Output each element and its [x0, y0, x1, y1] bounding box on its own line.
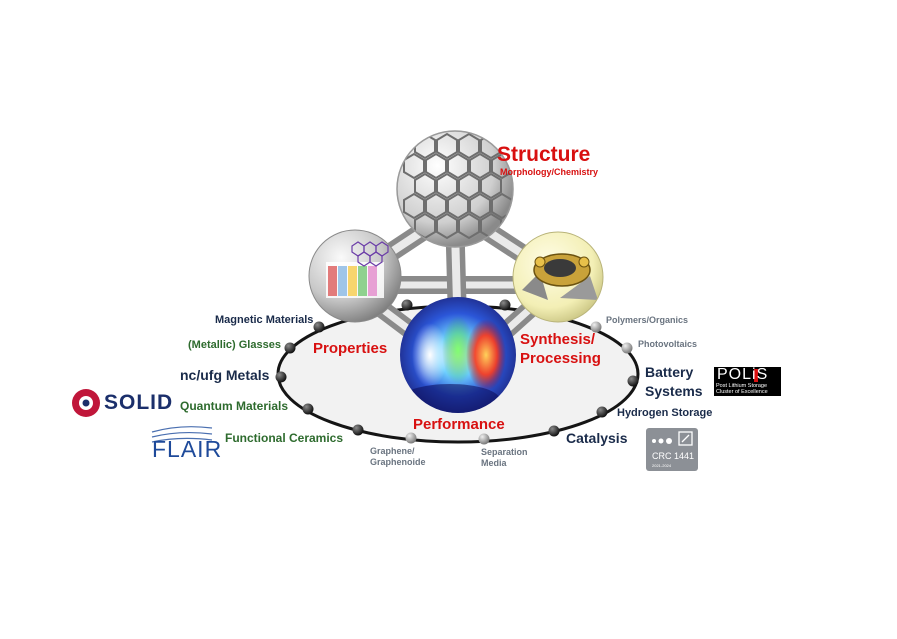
field-graphene-line1: Graphene/ [370, 446, 415, 456]
structure-subtitle: Morphology/Chemistry [500, 167, 599, 177]
flair-logo-icon [151, 426, 213, 443]
polis-logo-line2: Cluster of Excellence [716, 389, 768, 395]
polis-logo-accent [754, 369, 758, 382]
synthesis-label-line1: Synthesis/ [520, 331, 596, 348]
crc-logo-dot [658, 438, 664, 444]
properties-label: Properties [313, 340, 388, 357]
field-photovoltaics: Photovoltaics [638, 339, 698, 349]
crc-logo-title: CRC 1441 [652, 451, 695, 461]
field-metallic-glasses: (Metallic) Glasses [188, 339, 281, 351]
synthesis-apparatus-image [522, 253, 598, 300]
ellipse-nodes [275, 299, 639, 445]
polis-logo-background [714, 367, 781, 396]
field-catalysis: Catalysis [566, 430, 628, 446]
performance-label: Performance [413, 416, 505, 433]
synthesis-label-line2: Processing [520, 350, 601, 367]
structure-sphere [396, 130, 514, 248]
properties-sphere [308, 229, 402, 323]
crc-logo-dot [652, 439, 656, 443]
field-polymers-organics: Polymers/Organics [606, 315, 689, 325]
field-battery-line2: Systems [645, 383, 703, 399]
field-quantum-materials: Quantum Materials [180, 399, 289, 413]
flair-logo-text: FLAIR [152, 436, 223, 462]
field-battery-line1: Battery [645, 364, 694, 380]
field-hydrogen-storage: Hydrogen Storage [617, 407, 713, 419]
structure-title: Structure [497, 143, 591, 166]
field-nc-ufg-metals: nc/ufg Metals [180, 367, 270, 383]
field-functional-ceramics: Functional Ceramics [225, 431, 344, 445]
synthesis-sphere [512, 231, 604, 323]
crc-logo-square-mark [681, 434, 690, 443]
crc-logo-years: 2021-2024 [652, 463, 672, 468]
polis-logo-line1: Post Lithium Storage [716, 383, 768, 389]
crc-logo-dot [666, 438, 672, 444]
crc-logo-square [678, 431, 693, 446]
field-separation-line2: Media [481, 458, 507, 468]
polis-logo-title: POLiS [717, 366, 769, 383]
field-separation-line1: Separation [481, 447, 528, 457]
field-magnetic-materials: Magnetic Materials [215, 314, 314, 326]
qsolid-logo-icon [72, 389, 100, 417]
properties-chart-image [326, 241, 389, 298]
qsolid-logo-text: SOLID [104, 391, 174, 414]
field-graphene-line2: Graphenoide [370, 457, 426, 467]
